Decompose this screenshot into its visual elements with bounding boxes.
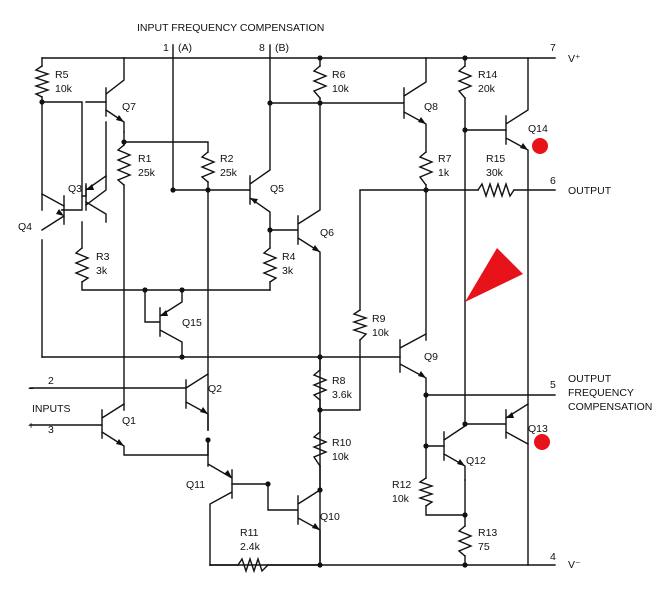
q3-label: Q3 xyxy=(68,183,82,195)
marker-triangle xyxy=(465,248,523,302)
q9-label: Q9 xyxy=(424,351,438,363)
r4-label: R4 xyxy=(282,251,296,263)
r6-zigzag xyxy=(312,65,328,99)
r7-label: R7 xyxy=(438,153,452,165)
q14-label: Q14 xyxy=(528,123,548,135)
labels: INPUT FREQUENCY COMPENSATION 1 (A) 8 (B)… xyxy=(18,22,652,571)
q5-label: Q5 xyxy=(270,183,284,195)
q1-label: Q1 xyxy=(122,415,136,427)
ofc-label-2: FREQUENCY xyxy=(568,387,634,399)
resistors xyxy=(33,65,515,574)
r3-zigzag xyxy=(74,247,90,283)
pin-b-label: (B) xyxy=(275,42,289,54)
q8-label: Q8 xyxy=(424,101,438,113)
r2-value: 25k xyxy=(220,167,238,179)
q12-label: Q12 xyxy=(466,455,486,467)
r13-value: 75 xyxy=(478,541,490,553)
r2-label: R2 xyxy=(220,153,234,165)
r3-value: 3k xyxy=(96,265,108,277)
r10-value: 10k xyxy=(332,451,350,463)
annotation-markers xyxy=(465,138,550,450)
pin-2-number: 2 xyxy=(48,375,54,387)
r6-value: 10k xyxy=(332,83,350,95)
marker-dot-q13 xyxy=(534,434,550,450)
pin-a-label: (A) xyxy=(178,42,192,54)
r3-label: R3 xyxy=(96,251,110,263)
r12-zigzag xyxy=(417,477,435,507)
r2-zigzag xyxy=(200,151,216,183)
header-title: INPUT FREQUENCY COMPENSATION xyxy=(137,22,324,34)
r7-zigzag xyxy=(418,151,434,186)
pin-7-number: 7 xyxy=(550,42,556,54)
r8-zigzag xyxy=(312,369,328,401)
r11-label: R11 xyxy=(240,527,259,539)
r14-value: 20k xyxy=(478,83,496,95)
r1-label: R1 xyxy=(138,153,152,165)
inverting-sign: − xyxy=(28,383,34,395)
q4-label: Q4 xyxy=(18,221,32,233)
r15-value: 30k xyxy=(486,167,504,179)
r10-label: R10 xyxy=(332,437,351,449)
vminus-label: V⁻ xyxy=(568,559,581,571)
r10-zigzag xyxy=(312,431,328,467)
ofc-label-3: COMPENSATION xyxy=(568,401,652,413)
vplus-label: V⁺ xyxy=(568,53,581,65)
r9-value: 10k xyxy=(372,327,390,339)
r4-value: 3k xyxy=(282,265,294,277)
r6-label: R6 xyxy=(332,69,346,81)
r8-label: R8 xyxy=(332,375,346,387)
r5-label: R5 xyxy=(55,69,69,81)
r11-value: 2.4k xyxy=(240,541,261,553)
q2-label: Q2 xyxy=(208,383,222,395)
inputs-label: INPUTS xyxy=(32,403,71,415)
q10-label: Q10 xyxy=(320,511,340,523)
pin-4-number: 4 xyxy=(550,551,556,563)
r4-zigzag xyxy=(262,247,278,283)
q7-label: Q7 xyxy=(122,101,136,113)
pin-5-number: 5 xyxy=(550,379,556,391)
r15-zigzag xyxy=(477,181,515,199)
q6-label: Q6 xyxy=(320,227,334,239)
wires xyxy=(29,44,556,566)
r5-zigzag xyxy=(33,65,51,98)
pin-6-number: 6 xyxy=(550,175,556,187)
r14-label: R14 xyxy=(478,69,497,81)
ofc-label-1: OUTPUT xyxy=(568,373,612,385)
marker-dot-q14 xyxy=(532,138,548,154)
pin-3-number: 3 xyxy=(48,424,54,436)
r13-label: R13 xyxy=(478,527,497,539)
r15-label: R15 xyxy=(486,153,505,165)
r14-zigzag xyxy=(457,65,473,99)
emitter-arrows xyxy=(56,115,528,530)
pin-b-number: 8 xyxy=(259,42,265,54)
junctions xyxy=(39,55,468,568)
noninverting-sign: + xyxy=(28,420,34,432)
r12-value: 10k xyxy=(392,493,410,505)
r13-zigzag xyxy=(457,525,473,557)
r7-value: 1k xyxy=(438,167,450,179)
r1-value: 25k xyxy=(138,167,156,179)
q11-label: Q11 xyxy=(186,479,205,491)
r11-zigzag xyxy=(237,556,269,574)
pin-a-number: 1 xyxy=(163,42,169,54)
r12-label: R12 xyxy=(392,479,411,491)
q13-label: Q13 xyxy=(528,423,548,435)
r9-zigzag xyxy=(351,309,369,341)
r9-label: R9 xyxy=(372,313,386,325)
q15-label: Q15 xyxy=(182,317,202,329)
r1-zigzag xyxy=(116,144,132,186)
r5-value: 10k xyxy=(55,83,73,95)
r8-value: 3.6k xyxy=(332,389,353,401)
output-label: OUTPUT xyxy=(568,185,612,197)
